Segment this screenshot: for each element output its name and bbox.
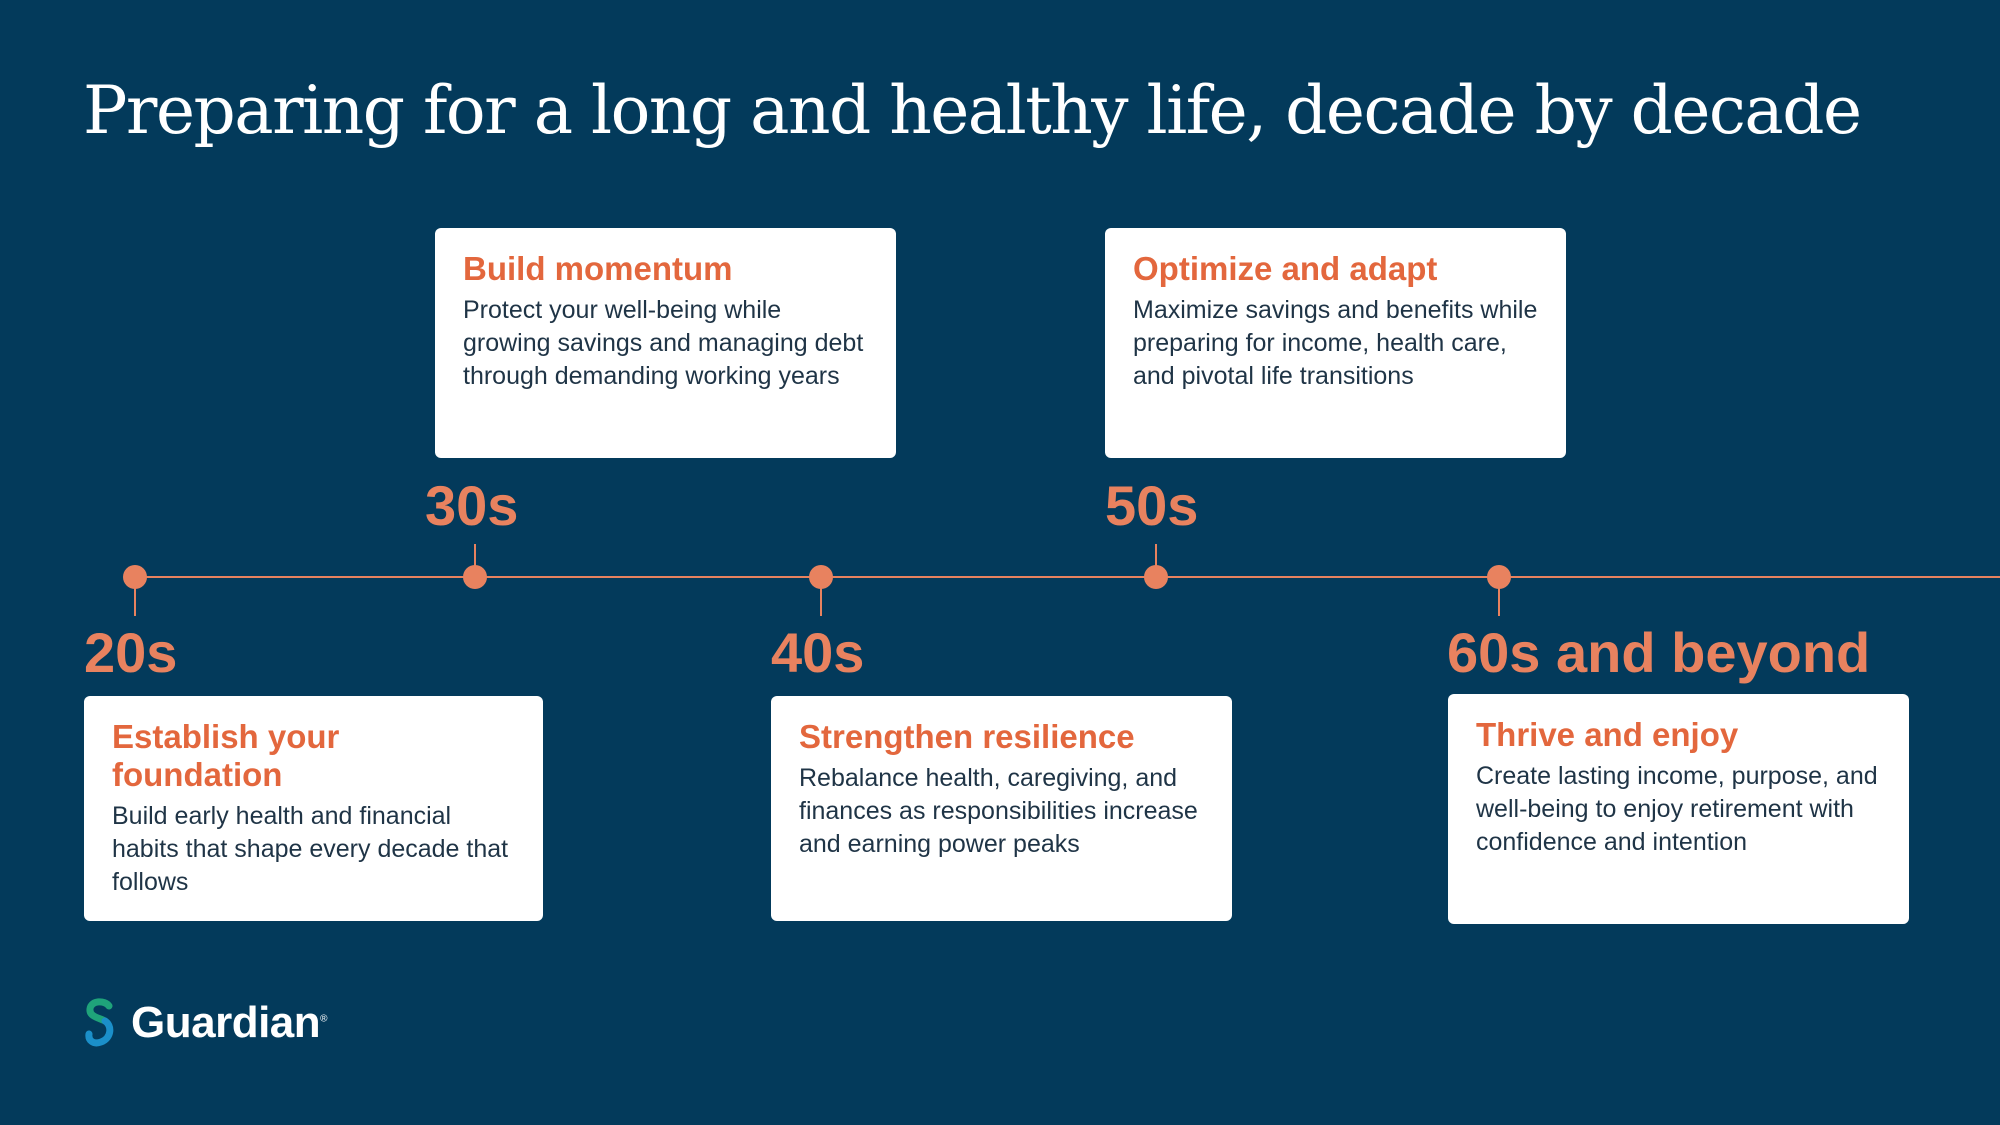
timeline-dot-40s (809, 565, 833, 589)
timeline-tick-60s (1498, 588, 1500, 616)
timeline-tick-30s (474, 544, 476, 572)
stage-description: Build early health and financial habits … (112, 802, 509, 896)
stage-card-60s: Thrive and enjoy Create lasting income, … (1448, 694, 1909, 924)
decade-label-40s: 40s (771, 621, 865, 684)
stage-heading: Thrive and enjoy (1476, 716, 1739, 753)
stage-card-50s: Optimize and adapt Maximize savings and … (1105, 228, 1566, 458)
timeline-tick-20s (134, 588, 136, 616)
page-title: Preparing for a long and healthy life, d… (83, 72, 1862, 149)
stage-description: Create lasting income, purpose, and well… (1476, 762, 1878, 856)
timeline-tick-40s (820, 588, 822, 616)
timeline-line (134, 576, 2000, 578)
decade-label-50s: 50s (1105, 474, 1199, 537)
stage-heading: Optimize and adapt (1133, 250, 1438, 287)
timeline-tick-50s (1155, 544, 1157, 572)
stage-description: Protect your well-being while growing sa… (463, 296, 864, 390)
decade-label-60s: 60s and beyond (1447, 621, 1871, 684)
stage-card-20s: Establish your foundation Build early he… (84, 696, 543, 921)
timeline-dot-60s (1487, 565, 1511, 589)
timeline-dot-20s (123, 565, 147, 589)
guardian-logo: Guardian® (83, 998, 328, 1048)
stage-heading: Build momentum (463, 250, 733, 287)
decade-label-30s: 30s (425, 474, 519, 537)
stage-card-30s: Build momentum Protect your well-being w… (435, 228, 896, 458)
stage-heading: Establish your foundation (112, 718, 340, 793)
stage-description: Maximize savings and benefits while prep… (1133, 296, 1538, 390)
stage-description: Rebalance health, caregiving, and financ… (799, 764, 1198, 858)
stage-card-40s: Strengthen resilience Rebalance health, … (771, 696, 1232, 921)
stage-heading: Strengthen resilience (799, 718, 1135, 755)
logo-wordmark: Guardian® (131, 998, 328, 1047)
decade-label-20s: 20s (84, 621, 178, 684)
guardian-logo-icon (85, 998, 114, 1047)
